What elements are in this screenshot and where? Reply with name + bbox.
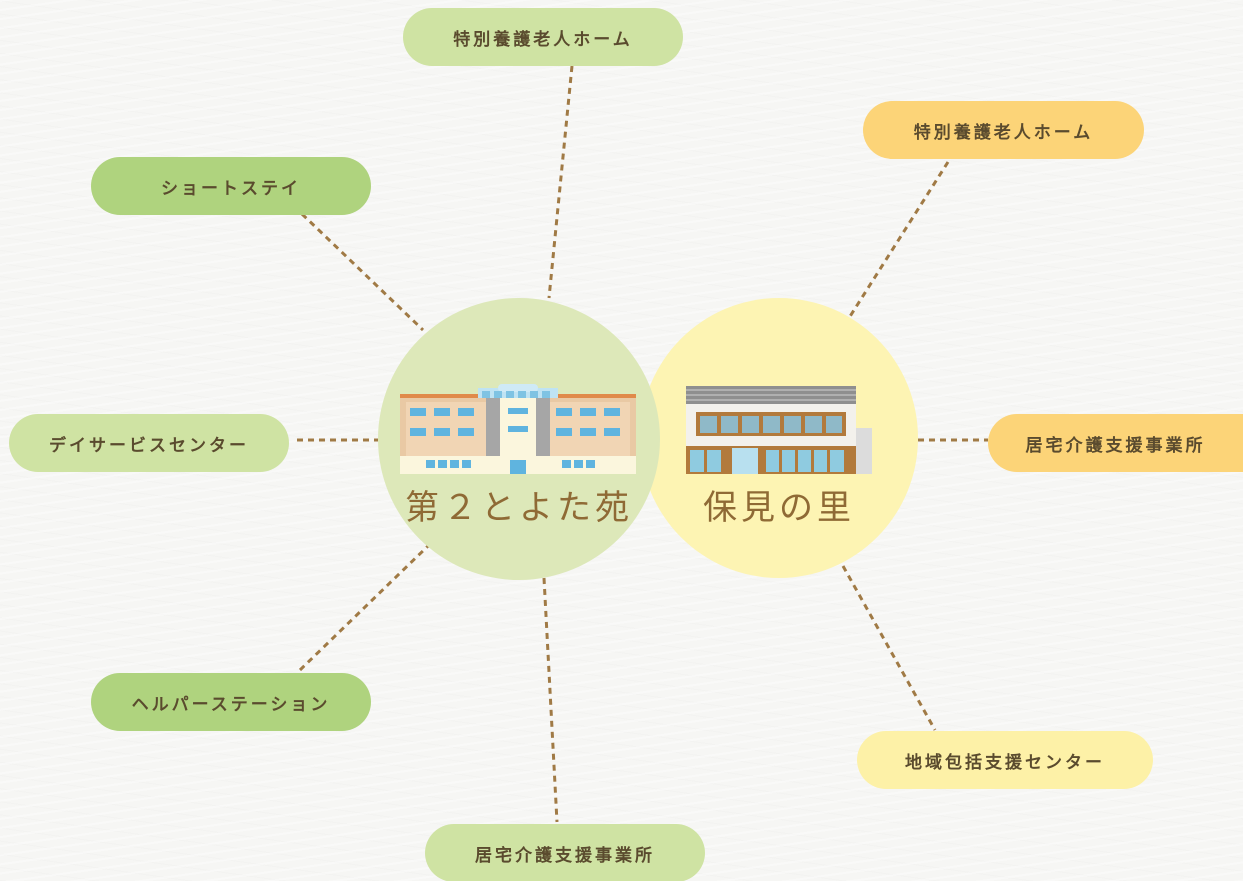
- service-homi-special-nursing-home[interactable]: 特別養護老人ホーム: [863, 101, 1144, 159]
- hub-name: 保見の里: [703, 488, 855, 528]
- service-toyota-day-service-center[interactable]: デイサービスセンター: [9, 414, 289, 472]
- service-homi-community-support-center[interactable]: 地域包括支援センター: [857, 731, 1153, 789]
- service-toyota-care-support-office[interactable]: 居宅介護支援事業所: [425, 824, 705, 881]
- hub-name: 第２とよた苑: [405, 488, 633, 528]
- service-toyota-helper-station[interactable]: ヘルパーステーション: [91, 673, 371, 731]
- connector-upper-left: [300, 212, 425, 332]
- connector-lower-right: [841, 565, 937, 731]
- connector-bottom: [542, 577, 559, 823]
- building-icon: [686, 386, 872, 474]
- service-homi-care-support-office[interactable]: 居宅介護支援事業所: [988, 414, 1243, 472]
- connector-upper-right: [847, 161, 950, 319]
- hub-homi-no-sato[interactable]: 保見の里: [640, 298, 918, 578]
- building-icon: [400, 384, 636, 474]
- connector-lower-left: [298, 544, 430, 672]
- connector-top: [547, 65, 574, 299]
- service-toyota-special-nursing-home[interactable]: 特別養護老人ホーム: [403, 8, 683, 66]
- service-toyota-short-stay[interactable]: ショートステイ: [91, 157, 371, 215]
- hub-dai2-toyota-en[interactable]: 第２とよた苑: [378, 298, 660, 580]
